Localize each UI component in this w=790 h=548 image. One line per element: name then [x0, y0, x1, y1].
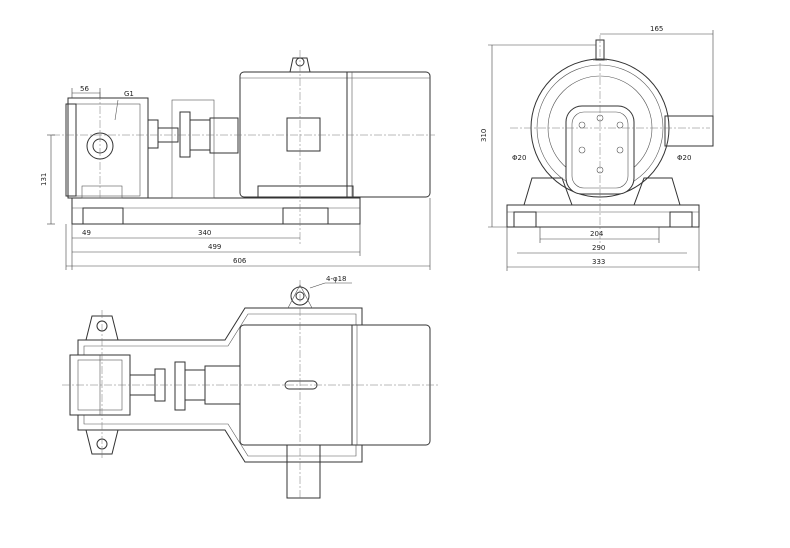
dim-front-height: 131 — [40, 173, 48, 186]
front-base-foot-left — [82, 207, 124, 225]
dim-front-thread: G1 — [124, 90, 134, 98]
dim-side-165: 165 — [650, 25, 663, 33]
dim-side-204: 204 — [590, 230, 604, 238]
top-view: 4-φ18 — [62, 275, 440, 500]
motor-feet — [257, 185, 354, 199]
coupling-half-left — [179, 111, 191, 158]
dim-front-49: 49 — [82, 229, 91, 237]
motor-shaft-hub — [209, 117, 239, 154]
motor-terminal-box — [286, 117, 321, 152]
pump-foot — [81, 185, 123, 199]
dim-side-port-right: Φ20 — [677, 154, 691, 162]
dim-side-port-left: Φ20 — [512, 154, 526, 162]
dim-front-340: 340 — [198, 229, 211, 237]
dim-top-holes: 4-φ18 — [326, 275, 347, 283]
side-support-left — [523, 177, 573, 206]
front-view: 56 G1 131 49 340 499 606 — [40, 50, 435, 270]
top-base-outline — [77, 307, 363, 463]
coupling-bracket — [171, 99, 215, 199]
dim-side-290: 290 — [592, 244, 605, 252]
side-base — [506, 204, 700, 228]
dim-side-333: 333 — [592, 258, 605, 266]
front-base — [71, 197, 361, 225]
pump-end-cover — [65, 103, 77, 197]
front-base-foot-right — [282, 207, 329, 225]
side-view: 165 310 204 290 333 Φ20 Φ20 — [480, 25, 714, 271]
dim-front-606: 606 — [233, 257, 247, 265]
pump-housing — [67, 97, 149, 199]
dim-side-310: 310 — [480, 129, 488, 142]
top-coupling-left — [174, 361, 186, 411]
dim-front-499: 499 — [208, 243, 221, 251]
side-terminal-box — [664, 115, 714, 147]
top-terminal-box — [286, 444, 321, 499]
seal-gland — [147, 119, 159, 149]
motor-body — [239, 71, 431, 198]
side-support-right — [633, 177, 681, 206]
dim-front-top: 56 — [80, 85, 89, 93]
